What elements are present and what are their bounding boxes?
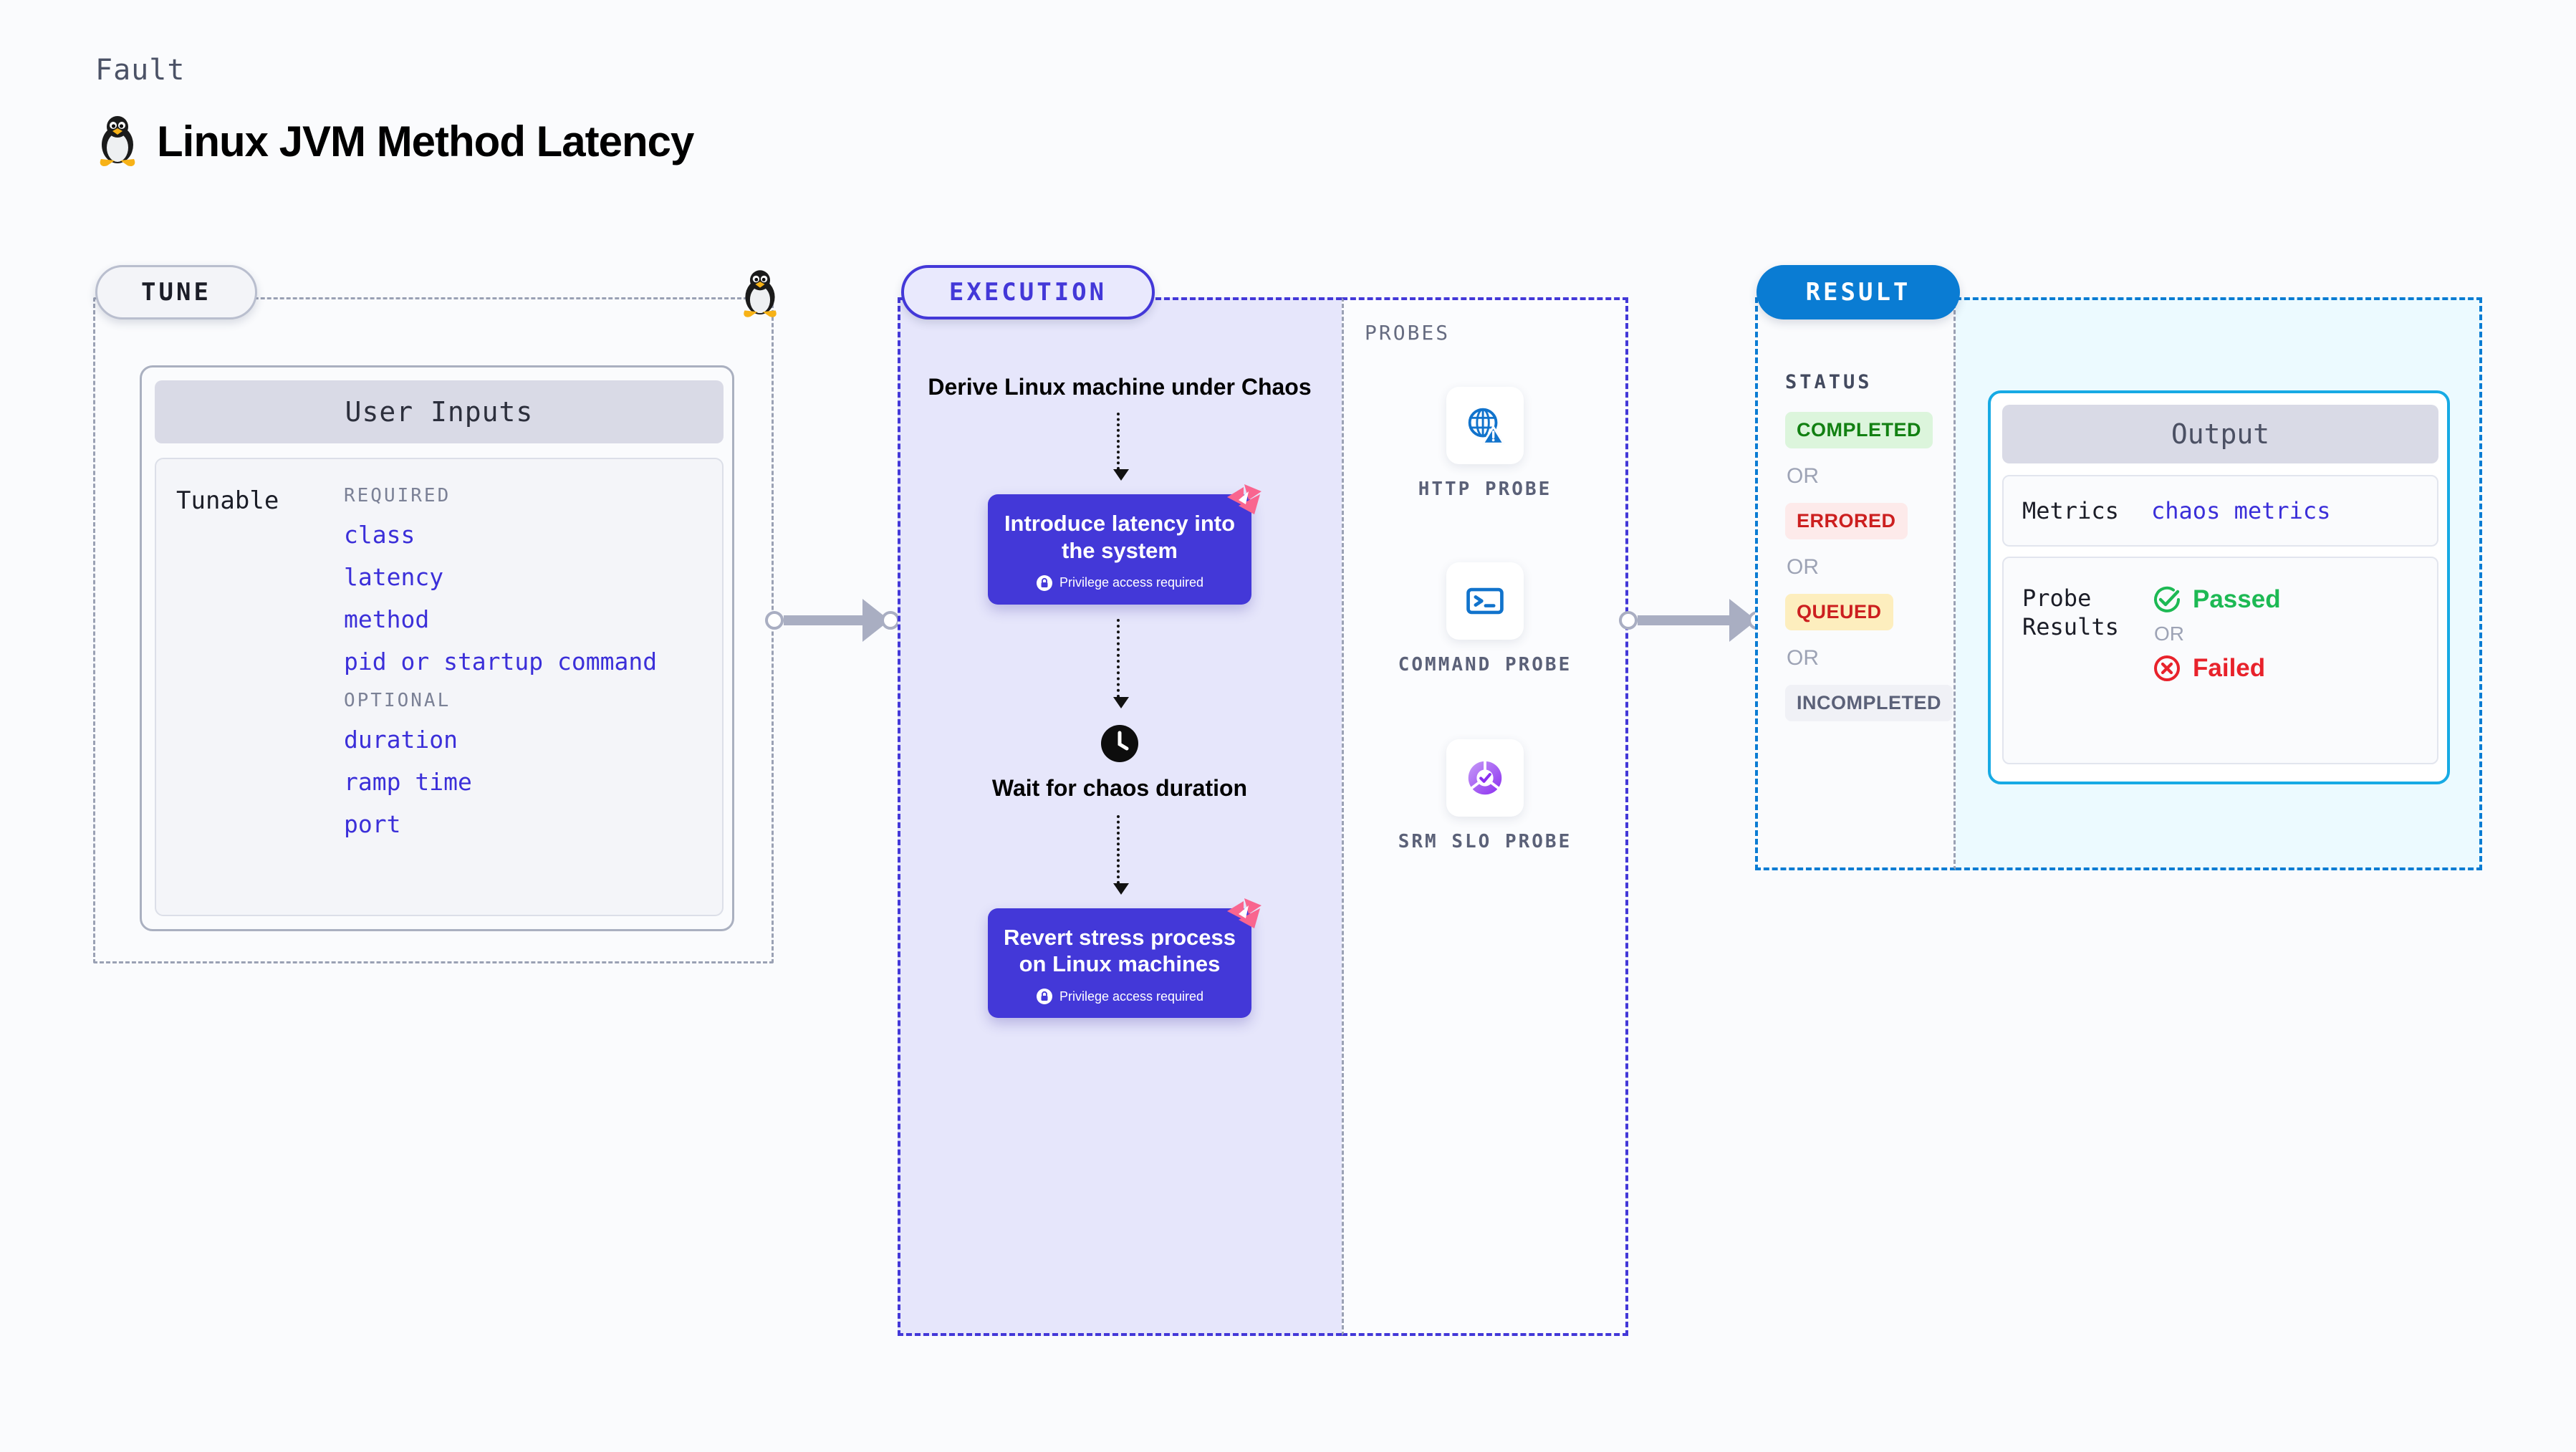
slo-donut-check-icon: [1468, 759, 1502, 795]
page-title-row: Linux JVM Method Latency: [95, 115, 694, 168]
privilege-note-2: Privilege access required: [1001, 988, 1239, 1005]
result-section-pill[interactable]: RESULT: [1756, 265, 1960, 319]
probe-http-caption: HTTP PROBE: [1418, 479, 1552, 500]
clock-icon: [1101, 724, 1138, 762]
tunable-item-method[interactable]: method: [344, 605, 430, 633]
probe-http[interactable]: HTTP PROBE: [1342, 387, 1628, 502]
tunable-group-heading-optional: OPTIONAL: [344, 690, 451, 711]
status-list: COMPLETED OR ERRORED OR QUEUED OR INCOMP…: [1785, 412, 1953, 721]
user-inputs-card: User Inputs Tunable REQUIRED class laten…: [140, 365, 734, 931]
probes-section-label: PROBES: [1365, 321, 1451, 345]
user-inputs-title: User Inputs: [155, 380, 724, 443]
execution-step-derive-machine: Derive Linux machine under Chaos: [898, 372, 1342, 401]
probe-result-passed-label: Passed: [2193, 585, 2281, 613]
status-or-2: OR: [1787, 555, 1819, 579]
tunable-item-port[interactable]: port: [344, 810, 401, 838]
tune-section-pill[interactable]: TUNE: [95, 265, 257, 319]
flow-arrow-3: [1113, 814, 1129, 895]
execution-step-derive-machine-label: Derive Linux machine under Chaos: [928, 374, 1312, 400]
status-or-1: OR: [1787, 464, 1819, 488]
execution-step-revert-stress-label: Revert stress process on Linux machines: [1004, 924, 1236, 977]
tune-linux-penguin-icon: [739, 269, 781, 319]
tunable-group-heading-required: REQUIRED: [344, 485, 451, 506]
page-title: Linux JVM Method Latency: [157, 117, 694, 165]
flow-arrow-2: [1113, 618, 1129, 708]
execution-step-introduce-latency[interactable]: Introduce latency into the system Privil…: [988, 484, 1261, 605]
status-label: STATUS: [1785, 371, 1873, 393]
terminal-icon: [1466, 587, 1504, 615]
probe-command-tile: [1446, 562, 1524, 640]
probe-http-tile: [1446, 387, 1524, 464]
output-metrics-row: Metrics chaos metrics: [2002, 475, 2438, 547]
connector-dot-start: [1619, 611, 1638, 630]
tunable-item-class[interactable]: class: [344, 521, 415, 549]
execution-step-wait-duration: Wait for chaos duration: [898, 723, 1342, 802]
probe-srm-slo[interactable]: SRM SLO PROBE: [1342, 739, 1628, 855]
privilege-note-1: Privilege access required: [1001, 574, 1239, 592]
output-probe-results-values: Passed OR Failed: [2151, 584, 2281, 763]
tunable-item-pid-or-startup-command[interactable]: pid or startup command: [344, 648, 658, 675]
probe-srm-slo-tile: [1446, 739, 1524, 817]
status-badge-incompleted: INCOMPLETED: [1785, 685, 1953, 721]
output-title: Output: [2002, 405, 2438, 463]
lock-icon: [1036, 574, 1052, 591]
connector-line: [784, 615, 862, 625]
fault-eyebrow-label: Fault: [95, 54, 186, 87]
output-metrics-value[interactable]: chaos metrics: [2151, 497, 2331, 524]
connector-dot-start: [765, 611, 784, 630]
tunable-list: REQUIRED class latency method pid or sta…: [344, 479, 709, 852]
probes-panel: [1342, 297, 1628, 1336]
execution-pill-label: EXECUTION: [948, 278, 1107, 307]
probe-command-caption: COMMAND PROBE: [1398, 654, 1572, 675]
x-circle-icon: [2154, 655, 2180, 681]
connector-dot-end: [881, 611, 900, 630]
privilege-note-1-label: Privilege access required: [1059, 575, 1204, 590]
tunable-item-latency[interactable]: latency: [344, 563, 444, 591]
globe-warning-icon: [1468, 408, 1505, 445]
status-badge-queued: QUEUED: [1785, 594, 1893, 630]
execution-step-introduce-latency-label: Introduce latency into the system: [1004, 511, 1236, 563]
check-circle-icon: [2154, 586, 2180, 612]
result-status-panel: [1755, 297, 1956, 870]
probe-result-passed: Passed: [2151, 584, 2281, 615]
execution-step-revert-stress[interactable]: Revert stress process on Linux machines …: [988, 898, 1261, 1019]
lock-icon: [1036, 989, 1052, 1005]
connector-tune-to-execution: [765, 599, 900, 642]
probe-result-failed: Failed: [2151, 653, 2281, 684]
tunable-item-ramp-time[interactable]: ramp time: [344, 768, 472, 796]
tune-pill-label: TUNE: [141, 278, 211, 307]
probe-srm-slo-caption: SRM SLO PROBE: [1398, 831, 1572, 852]
output-metrics-label: Metrics: [2022, 497, 2119, 524]
tunable-item-duration[interactable]: duration: [344, 726, 458, 754]
execution-panel: [898, 297, 1342, 1336]
status-or-3: OR: [1787, 646, 1819, 670]
linux-penguin-icon: [95, 115, 140, 168]
probe-result-or: OR: [2154, 622, 2184, 645]
probe-result-failed-label: Failed: [2193, 654, 2266, 682]
tunable-label: Tunable: [176, 486, 279, 515]
execution-section-pill[interactable]: EXECUTION: [901, 265, 1155, 319]
tunable-box: Tunable REQUIRED class latency method pi…: [155, 458, 724, 916]
flow-arrow-1: [1113, 413, 1129, 481]
execution-flow: Derive Linux machine under Chaos Introdu…: [898, 372, 1342, 1019]
litmus-chaos-icon: [1227, 484, 1261, 514]
execution-step-wait-duration-label: Wait for chaos duration: [991, 774, 1248, 801]
connector-line: [1638, 615, 1729, 625]
privilege-note-2-label: Privilege access required: [1059, 989, 1204, 1004]
status-badge-errored: ERRORED: [1785, 503, 1908, 539]
connector-probes-to-result: [1619, 599, 1767, 642]
litmus-chaos-icon: [1227, 898, 1261, 928]
result-pill-label: RESULT: [1805, 278, 1911, 307]
probe-command[interactable]: COMMAND PROBE: [1342, 562, 1628, 678]
status-badge-completed: COMPLETED: [1785, 412, 1933, 448]
